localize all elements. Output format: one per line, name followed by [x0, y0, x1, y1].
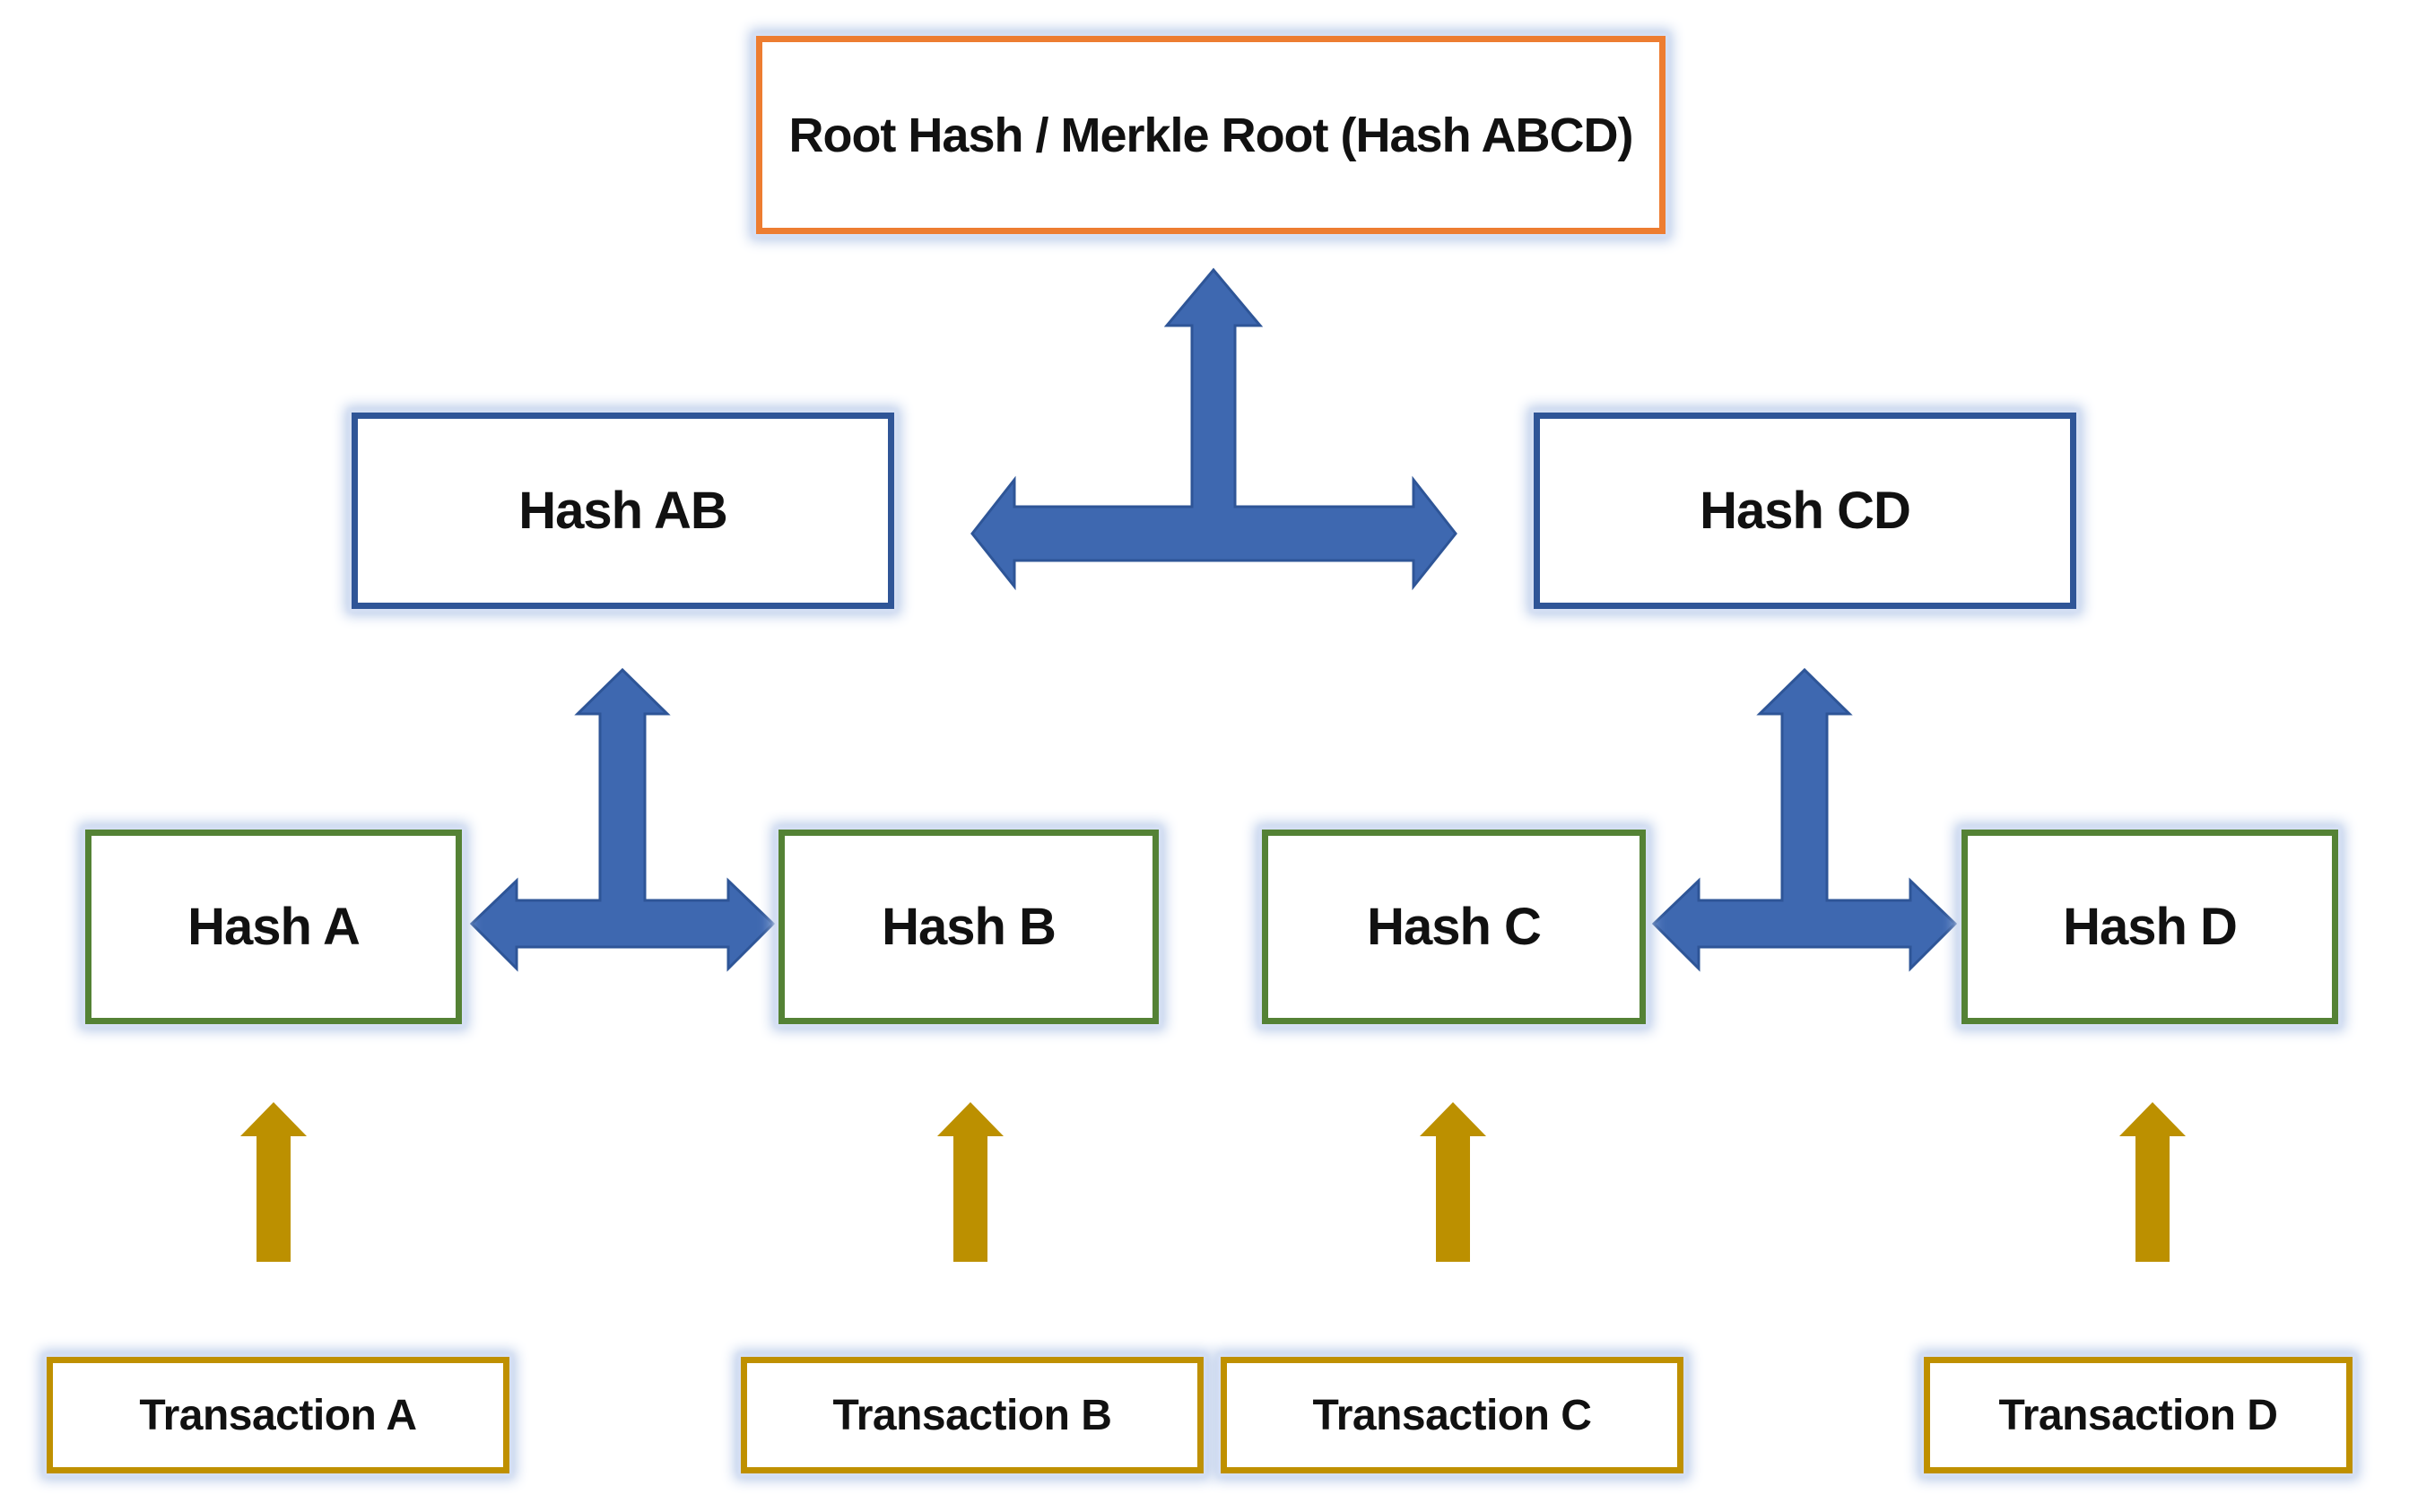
hash-d-box: Hash D: [1961, 830, 2338, 1024]
transaction-c-box: Transaction C: [1221, 1357, 1683, 1473]
hash-cd-box: Hash CD: [1534, 413, 2076, 609]
hash-b-label: Hash B: [882, 898, 1057, 956]
up-arrow-tx-a-icon: [240, 1102, 307, 1262]
transaction-c-label: Transaction C: [1312, 1391, 1592, 1439]
transaction-b-label: Transaction B: [832, 1391, 1112, 1439]
up-arrow-tx-b-icon: [937, 1102, 1004, 1262]
up-arrow-tx-d-icon: [2119, 1102, 2186, 1262]
hash-a-label: Hash A: [187, 898, 361, 956]
transaction-d-label: Transaction D: [1998, 1391, 2278, 1439]
hash-ab-box: Hash AB: [352, 413, 894, 609]
t-arrow-to-root-icon: [970, 267, 1457, 591]
root-hash-box: Root Hash / Merkle Root (Hash ABCD): [756, 36, 1666, 234]
up-arrow-tx-c-icon: [1420, 1102, 1486, 1262]
hash-b-box: Hash B: [778, 830, 1159, 1024]
hash-c-label: Hash C: [1367, 898, 1542, 956]
transaction-a-label: Transaction A: [139, 1391, 417, 1439]
transaction-b-box: Transaction B: [741, 1357, 1204, 1473]
t-arrow-to-hash-cd-icon: [1651, 667, 1958, 972]
hash-ab-label: Hash AB: [518, 482, 728, 540]
hash-c-box: Hash C: [1262, 830, 1646, 1024]
root-hash-label: Root Hash / Merkle Root (Hash ABCD): [788, 108, 1633, 162]
t-arrow-to-hash-ab-icon: [469, 667, 776, 972]
transaction-a-box: Transaction A: [47, 1357, 509, 1473]
hash-a-box: Hash A: [85, 830, 462, 1024]
hash-cd-label: Hash CD: [1700, 482, 1911, 540]
transaction-d-box: Transaction D: [1924, 1357, 2353, 1473]
hash-d-label: Hash D: [2063, 898, 2238, 956]
